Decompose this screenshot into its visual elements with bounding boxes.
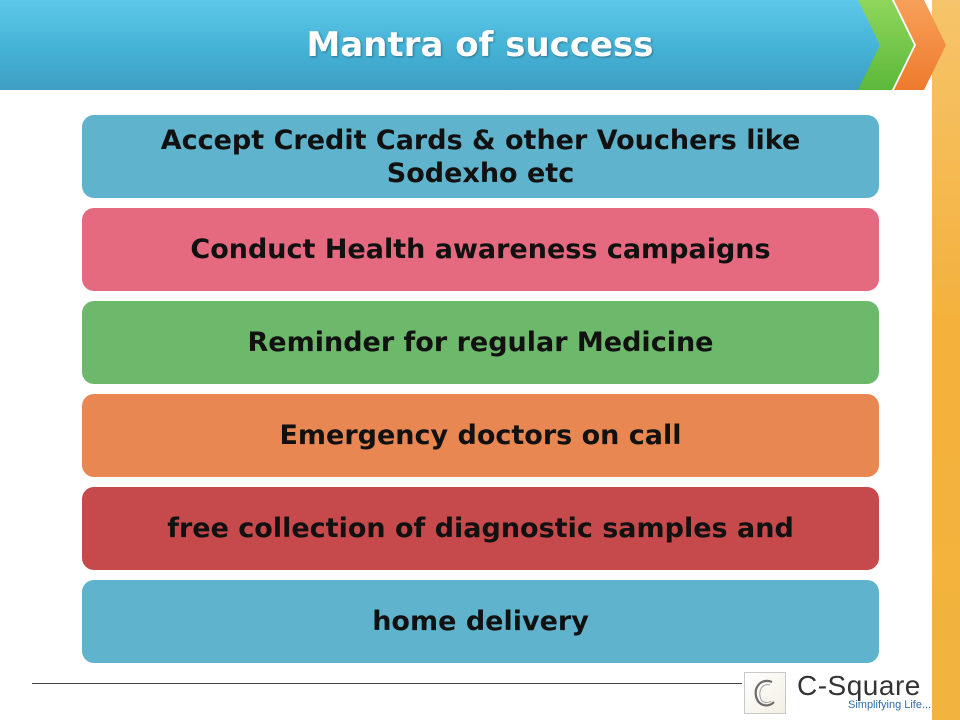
mantra-list: Accept Credit Cards & other Vouchers lik… [82,115,879,673]
mantra-item-home-delivery: home delivery [82,580,879,663]
mantra-item-emergency-doctors: Emergency doctors on call [82,394,879,477]
c-square-logo-icon [744,672,786,714]
mantra-item-sample-collection: free collection of diagnostic samples an… [82,487,879,570]
mantra-item-medicine-reminder: Reminder for regular Medicine [82,301,879,384]
logo-tagline: Simplifying Life... [848,699,932,711]
mantra-item-credit-cards: Accept Credit Cards & other Vouchers lik… [82,115,879,198]
mantra-item-health-campaigns: Conduct Health awareness campaigns [82,208,879,291]
header-bar [0,0,880,90]
logo-wordmark: C-Square [797,670,921,701]
slide-title: Mantra of success [306,25,654,65]
side-accent-stripe [932,0,960,720]
footer-divider [32,683,742,684]
